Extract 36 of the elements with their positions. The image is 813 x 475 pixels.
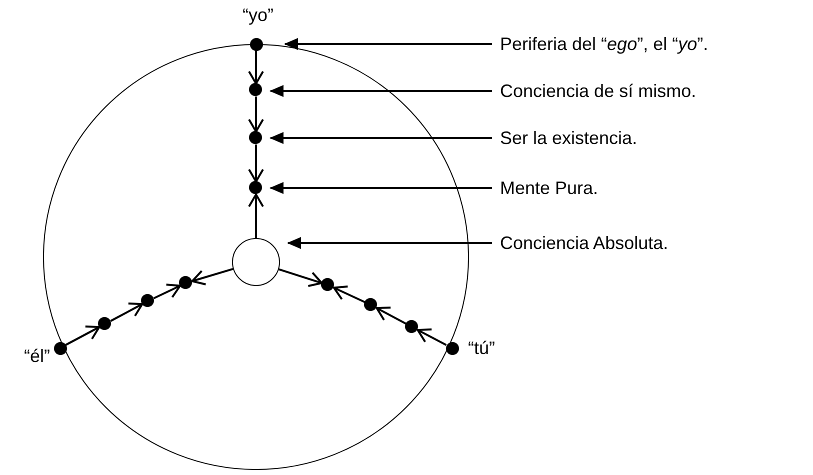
leader-arrow <box>270 182 492 194</box>
chevron-line <box>110 302 144 322</box>
node-dot <box>321 278 334 291</box>
chevron-line <box>278 268 323 288</box>
node-dot <box>179 276 192 289</box>
annotation-text: Ser la existencia. <box>500 127 638 149</box>
annotation-text: Periferia del “ego”, el “yo”. <box>500 33 708 55</box>
quoted-pronoun-label: “yo” <box>242 4 274 26</box>
annotation-text: Mente Pura. <box>500 177 598 199</box>
center-circle <box>232 238 280 286</box>
annotation-text: Conciencia de sí mismo. <box>500 80 696 102</box>
node-dot <box>250 38 262 50</box>
chevron-line <box>416 328 447 346</box>
chevron-line <box>248 194 264 238</box>
quoted-pronoun-label: “tú” <box>468 337 495 359</box>
chevron-line <box>191 268 234 286</box>
node-dot <box>141 294 154 307</box>
quoted-pronoun-label: “él” <box>24 345 50 367</box>
chevron-line <box>248 96 264 132</box>
annotation-text: Conciencia Absoluta. <box>500 232 668 254</box>
leader-arrow <box>270 132 492 144</box>
chevron-line <box>248 50 264 84</box>
node-dot <box>98 317 111 330</box>
chevron-line <box>248 144 264 182</box>
chevron-line <box>153 284 182 300</box>
chevron-line <box>332 285 366 304</box>
node-dot <box>249 83 262 96</box>
node-dot <box>249 131 262 144</box>
chevron-line <box>376 306 407 325</box>
node-dot <box>249 181 262 194</box>
node-dot <box>364 298 377 311</box>
leader-arrow <box>287 237 492 249</box>
leader-arrow <box>284 38 492 50</box>
chevron-line <box>65 326 100 346</box>
leader-arrow <box>270 85 492 97</box>
node-dot <box>405 320 418 333</box>
